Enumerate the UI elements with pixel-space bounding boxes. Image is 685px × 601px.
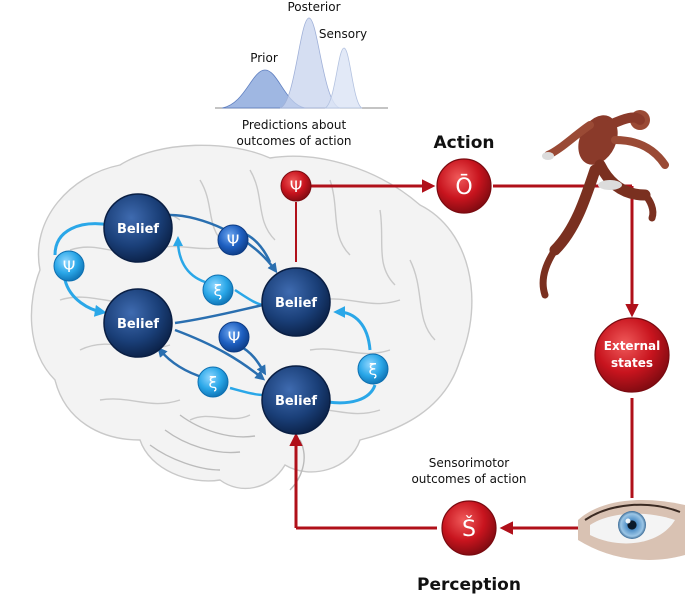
psi-node-left[interactable]: Ψ [53,250,85,282]
belief-node-2[interactable]: Belief [103,288,173,358]
policy-node[interactable]: Ψ [280,170,312,202]
belief-node-3-label: Belief [275,296,317,311]
sensory-curve [324,47,363,109]
belief-nodes: Belief Belief Belief Belief [103,193,331,435]
xi-node-bottom[interactable]: ξ [197,366,229,398]
psi-node-center[interactable]: Ψ [218,321,250,353]
arrow-psi-to-belief2 [63,279,107,317]
perception-title: Perception [417,575,521,595]
psi-node-center-symbol: Ψ [228,328,241,347]
xi-node-right[interactable]: ξ [357,353,389,385]
belief-node-4-label: Belief [275,394,317,409]
eye-illustration [578,500,685,560]
distribution-curves: Prior Posterior Sensory Predictions abou… [215,0,388,148]
action-node-symbol: Ō [455,174,472,200]
xi-node-center-top-symbol: ξ [214,281,223,300]
psi-node-left-symbol: Ψ [63,257,76,276]
arrow-xi-to-belief4-right [327,384,377,405]
belief-node-1[interactable]: Belief [103,193,173,263]
prior-label: Prior [250,51,278,65]
arrow-psi-to-belief1 [53,222,111,256]
arrow-belief2-to-belief4 [174,328,266,381]
action-title: Action [434,133,495,153]
sensorimotor-caption-line1: Sensorimotor [429,456,510,470]
posterior-curve [279,17,341,109]
sensorimotor-caption-line2: outcomes of action [411,472,526,486]
arrow-xi-to-belief-up [173,236,206,284]
xi-node-bottom-symbol: ξ [209,373,218,392]
runner-figure [539,110,669,299]
external-states-node[interactable]: External states [594,317,670,393]
xi-node-right-symbol: ξ [369,360,378,379]
action-perception-loop [289,179,639,535]
predictions-caption-line2: outcomes of action [236,134,351,148]
policy-node-symbol: Ψ [290,177,303,196]
belief-node-4[interactable]: Belief [261,365,331,435]
belief-node-3[interactable]: Belief [261,267,331,337]
arrow-xi-to-belief3-right [333,306,372,351]
external-states-line1: External [604,339,660,353]
posterior-label: Posterior [287,0,340,14]
perception-node-symbol: Š [462,516,476,542]
precision-nodes: Ψ ξ Ψ ξ Ψ ξ [53,224,389,398]
action-node[interactable]: Ō [436,158,492,214]
sensory-label: Sensory [319,27,367,41]
brain-illustration [30,144,473,491]
belief-node-2-label: Belief [117,317,159,332]
external-states-line2: states [611,356,653,370]
psi-node-top[interactable]: Ψ [217,224,249,256]
predictions-caption-line1: Predictions about [242,118,347,132]
arrow-belief2-to-belief3 [174,303,264,325]
psi-node-top-symbol: Ψ [227,231,240,250]
perception-node[interactable]: Š [441,500,497,556]
eye-iris [618,511,646,539]
xi-node-center-top[interactable]: ξ [202,274,234,306]
belief-node-1-label: Belief [117,222,159,237]
